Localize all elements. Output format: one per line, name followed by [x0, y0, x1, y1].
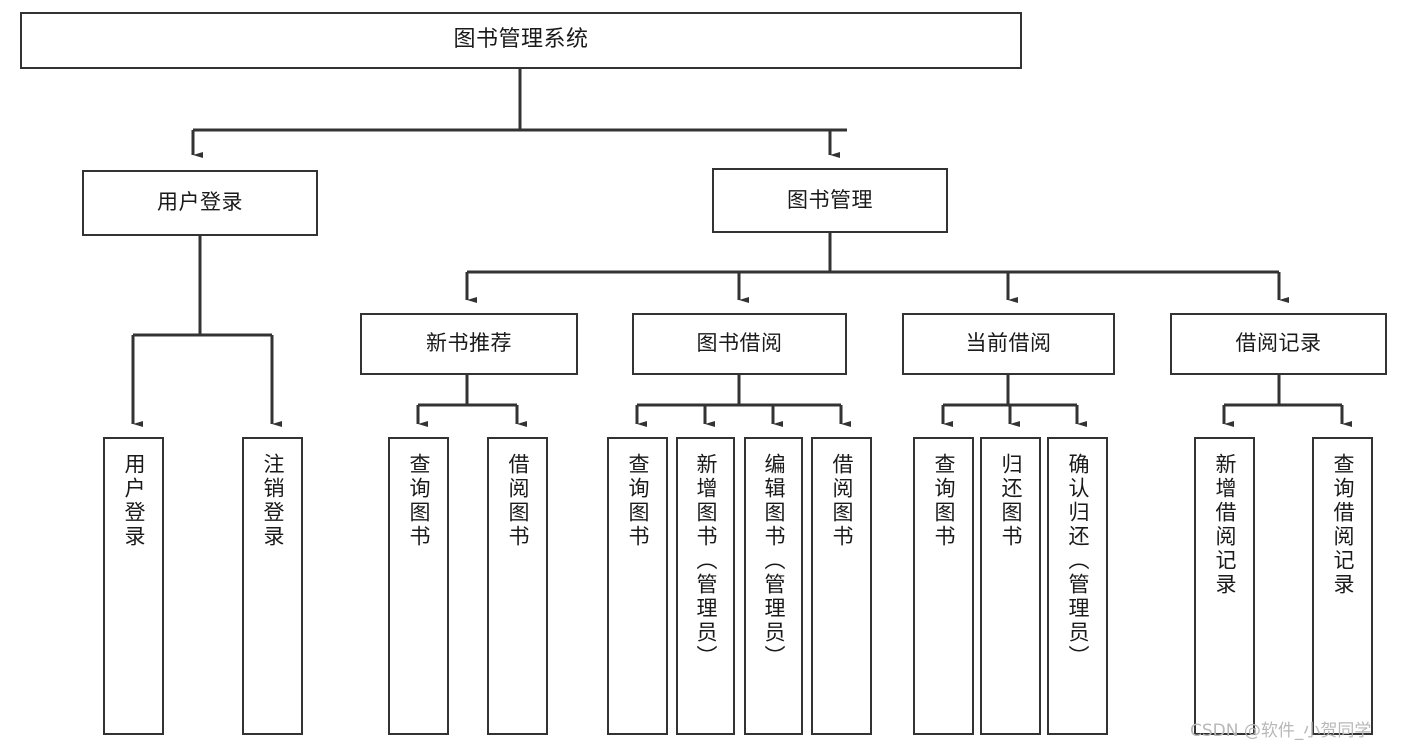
node-label: 用户登录 [122, 453, 146, 549]
node-label: 编辑图书（管理员） [762, 453, 786, 669]
node-label: 新书推荐 [426, 331, 512, 356]
leaf-add-borrow-record[interactable]: 新增借阅记录 [1194, 437, 1255, 735]
leaf-user-login[interactable]: 用户登录 [103, 437, 164, 735]
leaf-logout[interactable]: 注销登录 [242, 437, 303, 735]
leaf-query-book-newbook[interactable]: 查询图书 [388, 437, 449, 735]
node-label: 查询图书 [932, 453, 956, 549]
node-new-book-recommendation[interactable]: 新书推荐 [360, 313, 578, 375]
node-label: 确认归还（管理员） [1066, 453, 1090, 669]
leaf-borrow-book[interactable]: 借阅图书 [811, 437, 872, 735]
leaf-query-borrow-record[interactable]: 查询借阅记录 [1312, 437, 1373, 735]
leaf-add-book-admin[interactable]: 新增图书（管理员） [676, 437, 735, 735]
node-borrow-record[interactable]: 借阅记录 [1170, 313, 1387, 375]
leaf-query-book-borrow[interactable]: 查询图书 [607, 437, 668, 735]
node-label: 图书借阅 [696, 331, 783, 356]
node-label: 新增图书（管理员） [694, 453, 718, 669]
node-user-login[interactable]: 用户登录 [82, 170, 318, 236]
node-label: 注销登录 [261, 453, 285, 549]
node-current-borrow[interactable]: 当前借阅 [902, 313, 1115, 375]
node-label: 新增借阅记录 [1213, 453, 1237, 597]
node-label: 查询图书 [626, 453, 650, 549]
node-label: 借阅图书 [830, 453, 854, 549]
watermark: CSDN @软件_小贺同学 [1190, 721, 1372, 741]
node-label: 查询借阅记录 [1331, 453, 1355, 597]
leaf-query-book-current[interactable]: 查询图书 [913, 437, 974, 735]
node-label: 查询图书 [407, 453, 431, 549]
node-root-book-management-system[interactable]: 图书管理系统 [20, 12, 1022, 69]
leaf-confirm-return-admin[interactable]: 确认归还（管理员） [1047, 437, 1108, 735]
node-label: 当前借阅 [965, 331, 1052, 356]
leaf-return-book[interactable]: 归还图书 [980, 437, 1041, 735]
node-label: 图书管理 [787, 187, 873, 212]
leaf-borrow-book-newbook[interactable]: 借阅图书 [487, 437, 548, 735]
node-label: 图书管理系统 [453, 27, 589, 53]
node-label: 用户登录 [157, 190, 243, 215]
node-label: 借阅记录 [1235, 331, 1322, 356]
leaf-edit-book-admin[interactable]: 编辑图书（管理员） [744, 437, 803, 735]
node-label: 借阅图书 [506, 453, 530, 549]
node-book-borrow[interactable]: 图书借阅 [632, 313, 847, 375]
node-book-management[interactable]: 图书管理 [712, 168, 948, 233]
node-label: 归还图书 [999, 453, 1023, 549]
